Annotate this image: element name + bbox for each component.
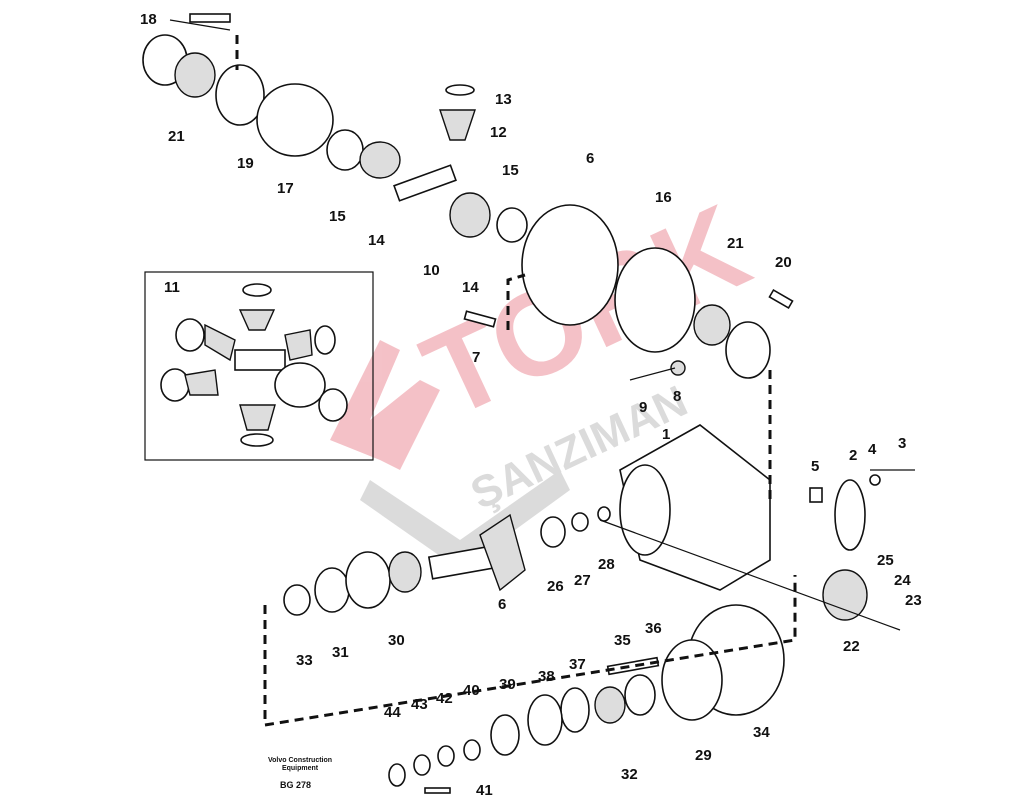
- publisher-line-2: Equipment: [281, 765, 319, 772]
- callout-number: 40: [463, 682, 480, 699]
- callout-number: 3: [898, 435, 906, 452]
- publisher-credit: Volvo Construction Equipment: [268, 757, 332, 773]
- callout-number: 25: [877, 552, 894, 569]
- callout-number: 11: [164, 279, 180, 296]
- callout-number: 38: [538, 668, 555, 685]
- callout-number: 17: [277, 180, 294, 197]
- callout-labels: 1813122119171514101415616212011798134252…: [140, 11, 922, 799]
- callout-number: 34: [753, 724, 770, 741]
- publisher-line-1: Volvo Construction: [268, 757, 333, 764]
- inset-box-spider-assembly: [144, 271, 374, 461]
- callout-number: 31: [332, 644, 349, 661]
- callout-number: 14: [368, 232, 385, 249]
- callout-number: 6: [498, 596, 506, 613]
- callout-number: 9: [639, 399, 647, 416]
- callout-number: 4: [868, 441, 877, 458]
- callout-number: 32: [621, 766, 638, 783]
- pinion-and-bearings: [283, 506, 785, 794]
- callout-number: 24: [894, 572, 911, 589]
- callout-number: 21: [727, 235, 744, 252]
- callout-number: 41: [476, 782, 493, 799]
- callout-number: 27: [574, 572, 591, 589]
- callout-number: 6: [586, 150, 594, 167]
- callout-number: 18: [140, 11, 157, 28]
- callout-number: 20: [775, 254, 792, 271]
- callout-number: 8: [673, 388, 681, 405]
- callout-number: 15: [329, 208, 346, 225]
- callout-number: 12: [490, 124, 507, 141]
- final-drive-housing: [599, 424, 915, 631]
- callout-number: 14: [462, 279, 479, 296]
- callout-number: 10: [423, 262, 440, 279]
- callout-number: 23: [905, 592, 922, 609]
- callout-number: 28: [598, 556, 615, 573]
- callout-number: 5: [811, 458, 819, 475]
- callout-number: 36: [645, 620, 662, 637]
- callout-number: 2: [849, 447, 857, 464]
- callout-number: 39: [499, 676, 516, 693]
- callout-number: 37: [569, 656, 586, 673]
- dashed-leader: [263, 575, 797, 727]
- upper-differential-parts: [142, 13, 794, 381]
- callout-number: 44: [384, 704, 401, 721]
- callout-number: 42: [436, 690, 453, 707]
- callout-number: 16: [655, 189, 672, 206]
- callout-number: 29: [695, 747, 712, 764]
- callout-number: 19: [237, 155, 254, 172]
- callout-number: 15: [502, 162, 519, 179]
- callout-number: 7: [472, 349, 480, 366]
- callout-number: 33: [296, 652, 313, 669]
- callout-number: 22: [843, 638, 860, 655]
- dashed-leader: [506, 273, 526, 330]
- callout-number: 43: [411, 696, 428, 713]
- callout-number: 21: [168, 128, 185, 145]
- callout-number: 1: [662, 426, 670, 443]
- callout-number: 35: [614, 632, 631, 649]
- callout-number: 13: [495, 91, 512, 108]
- spider-assembly-inset: [160, 283, 348, 447]
- drawing-code: BG 278: [280, 780, 312, 790]
- callout-number: 30: [388, 632, 405, 649]
- callout-number: 26: [547, 578, 564, 595]
